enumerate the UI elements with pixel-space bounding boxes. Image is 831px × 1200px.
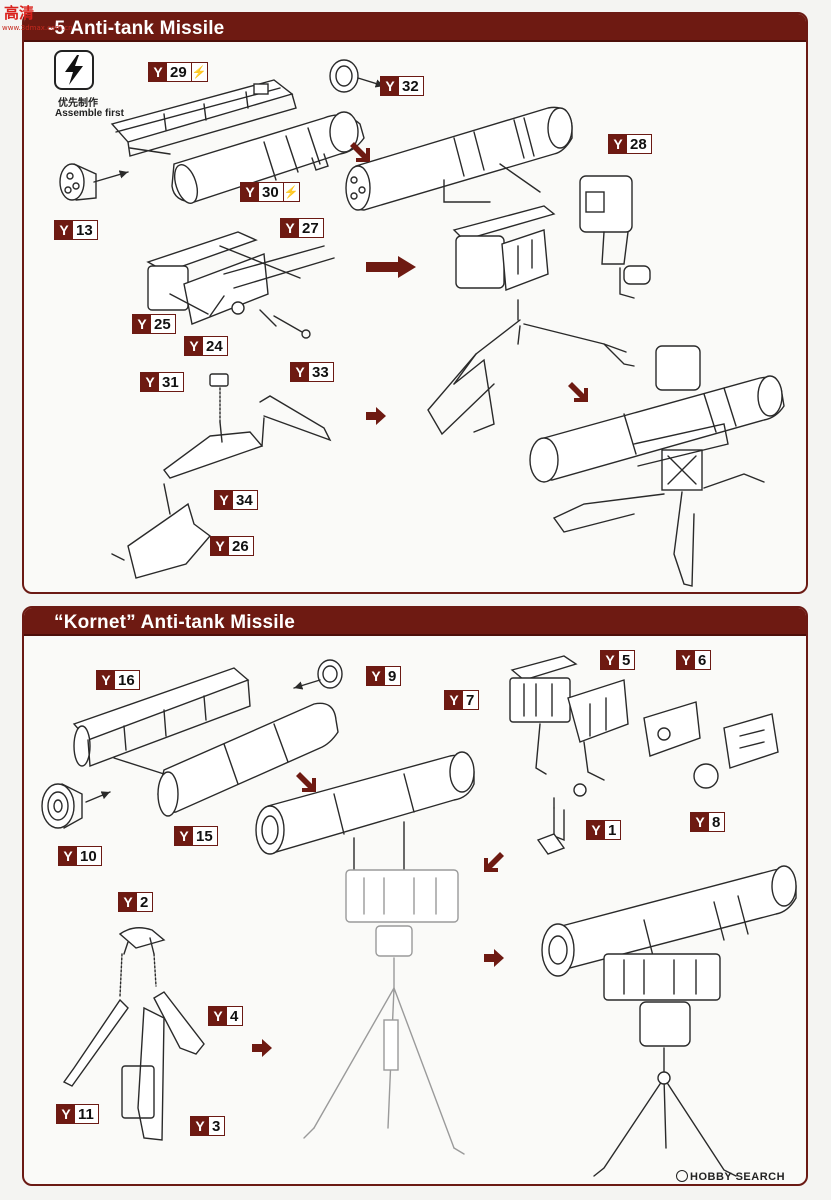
step-arrow-right <box>366 256 416 278</box>
tube-half-shell-y16 <box>72 667 251 767</box>
sight-unit-y28 <box>579 175 651 299</box>
tube-y15 <box>113 702 339 817</box>
step-arrow-right <box>252 1039 272 1057</box>
lightning-bolt-icon <box>54 50 94 90</box>
end-piece-y13 <box>59 163 97 201</box>
lightning-bolt-icon: ⚡ <box>282 183 299 201</box>
hobby-search-logo: HOBBY SEARCH <box>676 1170 785 1183</box>
section-title: “Kornet” Anti-tank Missile <box>54 612 295 633</box>
end-cap-y32 <box>329 59 359 93</box>
tripod-parts-y2-y4 <box>62 927 205 1141</box>
mount-parts-y5-y8 <box>509 655 779 855</box>
lightning-bolt-icon: ⚡ <box>190 63 207 81</box>
watermark-text: 高清 <box>4 4 35 22</box>
step-arrow-down-left <box>484 852 504 872</box>
footer-brand: HOBBY SEARCH <box>690 1171 786 1183</box>
section-header: “Kornet” Anti-tank Missile <box>24 608 806 636</box>
step-arrow-down-right <box>350 142 370 162</box>
tripod-parts-y31-y34 <box>111 373 332 579</box>
end-cap-y9 <box>317 659 343 689</box>
assembly-drawing-2 <box>41 655 797 1177</box>
tube-y30 <box>171 111 365 204</box>
priority-label-cn: 优先制作 <box>58 98 98 109</box>
step-arrow-right-2 <box>484 949 504 967</box>
final-assembled-kornet <box>541 865 797 1177</box>
assembled-kornet-tube <box>255 751 475 899</box>
tube-half-shell-y29 <box>110 79 297 157</box>
assembly-drawing-1 <box>59 59 785 587</box>
mount-bracket-y24-y25-y27 <box>146 231 335 339</box>
section-kornet-panel: “Kornet” Anti-tank Missile <box>22 606 808 1186</box>
step-arrow-down-right <box>296 772 316 792</box>
step-arrow-right-small <box>366 407 386 425</box>
assembled-tripod-mid <box>427 319 635 436</box>
end-piece-y10 <box>41 783 83 829</box>
final-assembled-kornet-5 <box>529 345 785 587</box>
hobby-search-mark-icon <box>676 1170 688 1182</box>
section-kornet-5-panel: -5 Anti-tank Missile 优先制作 Assemble first <box>22 12 808 594</box>
section-header: -5 Anti-tank Missile <box>24 14 806 42</box>
assembled-mount <box>452 205 556 321</box>
assembled-launch-tube <box>345 106 573 211</box>
step-arrow-down-right-2 <box>568 382 588 402</box>
watermark-logo: 高清 www.3dmax.com.cn <box>0 0 73 36</box>
section-title: -5 Anti-tank Missile <box>48 18 225 39</box>
ghost-mount <box>303 869 465 1155</box>
watermark-url: www.3dmax.com.cn <box>2 24 73 32</box>
priority-label-en: Assemble first <box>55 108 124 119</box>
